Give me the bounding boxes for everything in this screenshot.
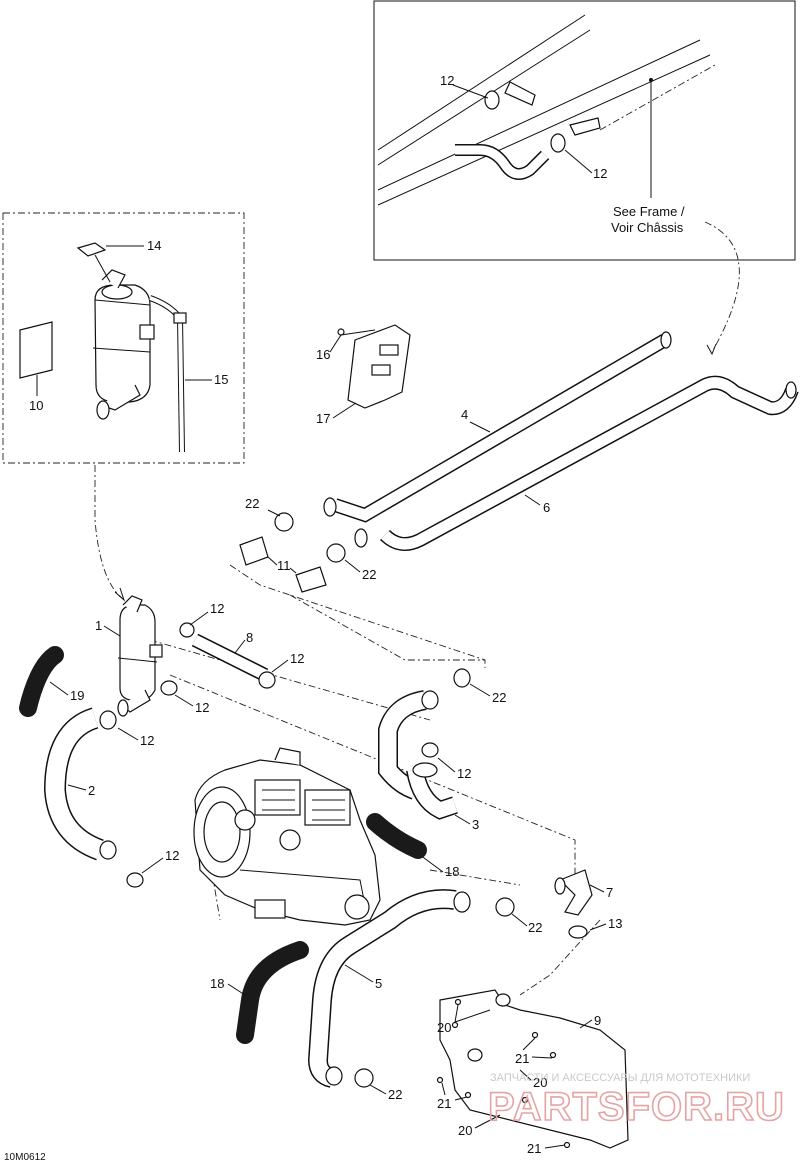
diagram-code: 10M0612: [4, 1152, 46, 1163]
callout-7: 7: [606, 885, 613, 900]
callout-8: 8: [246, 630, 253, 645]
see-frame-note-line1: See Frame /: [613, 204, 685, 219]
callout-22: 22: [492, 690, 506, 705]
callout-16: 16: [316, 347, 330, 362]
reservoir-inset-arrow: [94, 465, 123, 599]
callout-21: 21: [515, 1051, 529, 1066]
callout-12: 12: [593, 166, 607, 181]
callout-12: 12: [165, 848, 179, 863]
callout-22: 22: [362, 567, 376, 582]
callout-20: 20: [533, 1075, 547, 1090]
callout-21: 21: [437, 1096, 451, 1111]
engine: [193, 747, 381, 926]
callout-12: 12: [457, 766, 471, 781]
long-coolant-tubes: [239, 331, 799, 593]
hose-19: [19, 646, 64, 717]
callout-15: 15: [214, 372, 228, 387]
callout-22: 22: [388, 1087, 402, 1102]
callout-20: 20: [458, 1123, 472, 1138]
see-frame-arrow: [704, 221, 740, 353]
hose-3: [378, 668, 471, 820]
hose-5: [307, 889, 471, 1088]
callout-4: 4: [461, 407, 468, 422]
watermark-line1: ЗАПЧАСТИ И АКСЕССУАРЫ ДЛЯ МОТОТЕХНИКИ: [490, 1072, 750, 1084]
callout-18: 18: [210, 976, 224, 991]
callout-5: 5: [375, 976, 382, 991]
callout-1: 1: [95, 618, 102, 633]
callout-12: 12: [140, 733, 154, 748]
callout-12: 12: [290, 651, 304, 666]
callout-12: 12: [210, 601, 224, 616]
callout-21: 21: [527, 1141, 541, 1156]
see-frame-note-line2: Voir Châssis: [611, 220, 684, 235]
callout-12: 12: [195, 700, 209, 715]
callout-10: 10: [29, 398, 43, 413]
callout-11: 11: [277, 558, 291, 573]
bracket-assembly: [337, 324, 411, 409]
callout-22: 22: [245, 496, 259, 511]
frame-detail-inset: [373, 0, 796, 261]
watermark-line2: PARTSFOR.RU: [488, 1085, 785, 1129]
callout-20: 20: [437, 1020, 451, 1035]
hose-2: [43, 707, 144, 888]
short-hose-8: [160, 622, 276, 696]
callout-17: 17: [316, 411, 330, 426]
callout-6: 6: [543, 500, 550, 515]
callout-3: 3: [472, 817, 479, 832]
callout-9: 9: [594, 1013, 601, 1028]
callout-19: 19: [70, 688, 84, 703]
callout-2: 2: [88, 783, 95, 798]
callout-18: 18: [445, 864, 459, 879]
hose-18-lower: [236, 941, 309, 1044]
reservoir-detail-inset: [2, 212, 245, 464]
heat-exchanger-plate: [436, 989, 629, 1149]
elbow-fitting-7: [495, 869, 593, 939]
callout-22: 22: [528, 920, 542, 935]
callout-14: 14: [147, 238, 161, 253]
coolant-reservoir: [117, 595, 163, 717]
callout-13: 13: [608, 916, 622, 931]
callout-12: 12: [440, 73, 454, 88]
hose-18-upper: [366, 813, 427, 859]
